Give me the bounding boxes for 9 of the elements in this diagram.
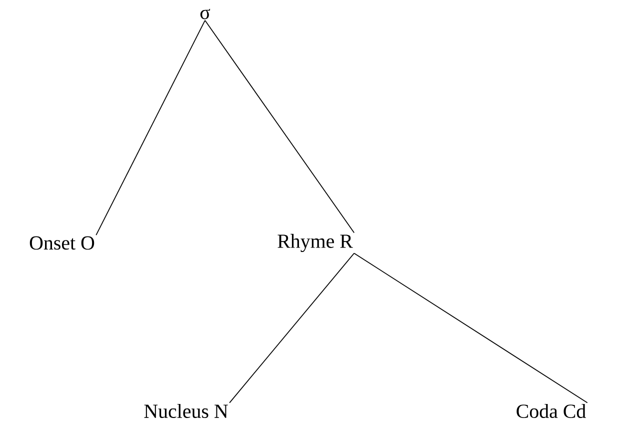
tree-branch [204, 20, 355, 234]
node-label: Nucleus N [144, 404, 228, 418]
tree-branch [354, 252, 588, 404]
node-label: Onset O [30, 236, 94, 250]
node-label: Rhyme R [278, 234, 353, 252]
tree-branch [96, 20, 206, 236]
tree-branch [229, 252, 355, 404]
node-label: Coda Cd [516, 404, 586, 418]
node-label: σ [200, 8, 210, 20]
